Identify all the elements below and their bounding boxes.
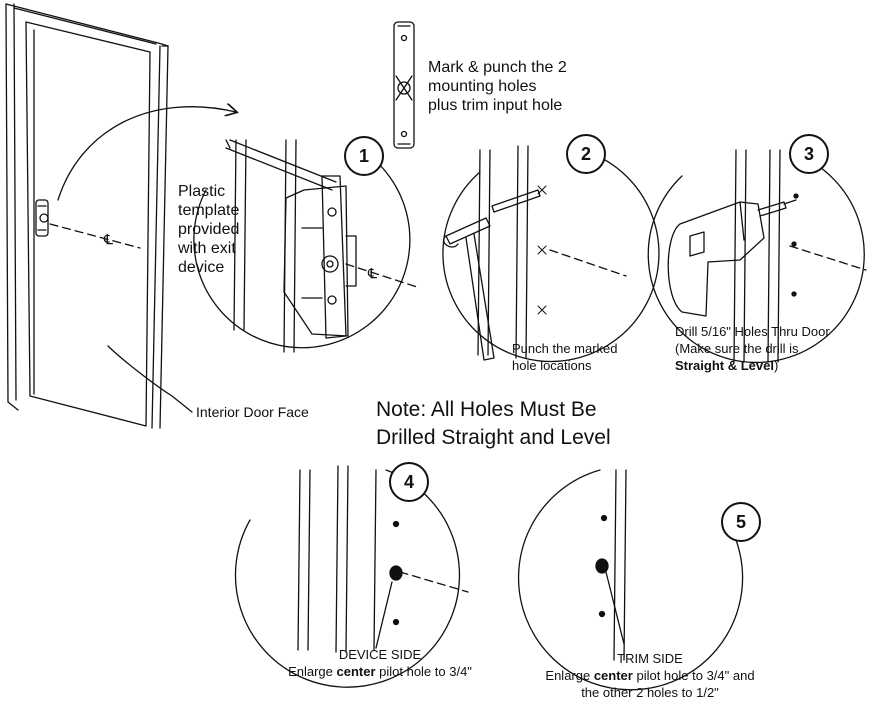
svg-text:℄: ℄ <box>367 265 377 281</box>
step-3-detail <box>647 149 867 364</box>
note-heading: Note: All Holes Must Be Drilled Straight… <box>376 398 611 449</box>
door-centerline-symbol: ℄ <box>103 231 113 247</box>
device-side-label: DEVICE SIDE Enlarge center pilot hole to… <box>288 647 472 679</box>
step-2-detail <box>442 145 660 363</box>
interior-door-face-label: Interior Door Face <box>196 404 309 420</box>
step-number-2: 2 <box>566 134 606 174</box>
step-1-detail: ℄ <box>193 139 421 353</box>
interior-face-leader <box>107 345 193 413</box>
door <box>25 21 151 427</box>
step-number-3: 3 <box>789 134 829 174</box>
exit-device-on-door <box>35 199 49 237</box>
step-number-5: 5 <box>721 502 761 542</box>
plastic-template-label: Plastic template provided with exit devi… <box>178 183 240 276</box>
template-illustration <box>393 21 415 149</box>
step-5-detail <box>517 469 744 691</box>
trim-side-label: TRIM SIDE Enlarge center pilot hole to 3… <box>545 651 755 700</box>
step-number-4: 4 <box>389 462 429 502</box>
door-centerline <box>49 223 141 249</box>
punch-label: Punch the marked hole locations <box>512 341 618 373</box>
drill-label: Drill 5/16" Holes Thru Door (Make sure t… <box>675 324 830 373</box>
template-note: Mark & punch the 2 mounting holes plus t… <box>428 59 567 114</box>
curved-arrow <box>57 107 236 201</box>
step-number-1: 1 <box>344 136 384 176</box>
step-4-detail <box>234 465 469 688</box>
